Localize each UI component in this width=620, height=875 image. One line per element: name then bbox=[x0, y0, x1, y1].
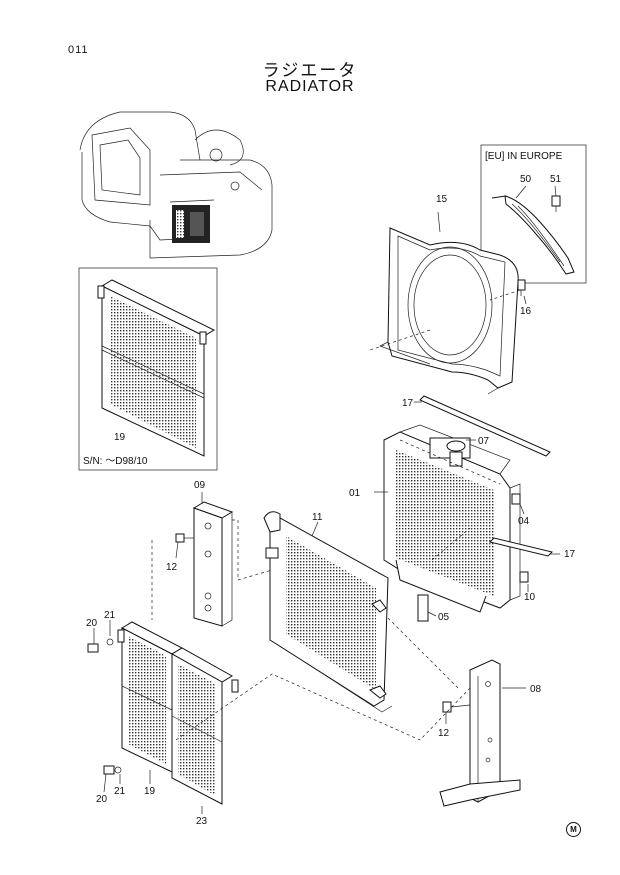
callout-04: 04 bbox=[518, 516, 530, 527]
oil-cooler bbox=[263, 511, 393, 713]
callout-16: 16 bbox=[520, 306, 532, 317]
bracket-09 bbox=[175, 501, 234, 627]
callouts: 01 04 05 07 08 09 10 11 12 12 15 16 17 1… bbox=[86, 174, 576, 827]
callout-12-lower: 12 bbox=[438, 728, 450, 739]
callout-05: 05 bbox=[438, 612, 450, 623]
callout-11: 11 bbox=[312, 512, 323, 523]
callout-01: 01 bbox=[349, 488, 361, 499]
callout-50: 50 bbox=[520, 174, 532, 185]
page-number: 011 bbox=[68, 44, 89, 56]
callout-17-upper: 17 bbox=[402, 398, 414, 409]
callout-08: 08 bbox=[530, 684, 542, 695]
leader-lines bbox=[93, 295, 560, 814]
inset-serial-label: S/N: ～D98/10 bbox=[83, 456, 148, 467]
callout-51: 51 bbox=[550, 174, 562, 185]
bracket-08 bbox=[439, 659, 521, 807]
callout-10: 10 bbox=[524, 592, 536, 603]
callout-20-upper: 20 bbox=[86, 618, 98, 629]
callout-23: 23 bbox=[196, 816, 208, 827]
callout-19-lower: 19 bbox=[144, 786, 156, 797]
title-japanese: ラジエータ bbox=[262, 61, 358, 81]
callout-07: 07 bbox=[478, 436, 490, 447]
callout-12-upper: 12 bbox=[166, 562, 178, 573]
radiator bbox=[383, 424, 529, 622]
callout-15: 15 bbox=[436, 194, 448, 205]
callout-19-inset: 19 bbox=[114, 432, 126, 443]
callout-21-upper: 21 bbox=[104, 610, 116, 621]
inset-europe: [EU] IN EUROPE bbox=[440, 144, 587, 284]
guide-lines bbox=[151, 289, 521, 741]
inset-serial: S/N: ～D98/10 bbox=[78, 267, 218, 471]
fan-shroud bbox=[379, 211, 526, 395]
excavator-overview bbox=[79, 111, 273, 259]
model-mark: M bbox=[566, 822, 581, 837]
title-english: RADIATOR bbox=[265, 78, 355, 95]
inset-europe-label: [EU] IN EUROPE bbox=[485, 151, 563, 162]
screen-panels bbox=[87, 621, 239, 805]
rubber-strip-top bbox=[419, 395, 551, 457]
callout-20-lower: 20 bbox=[96, 794, 108, 805]
callout-21-lower: 21 bbox=[114, 786, 126, 797]
callout-09: 09 bbox=[194, 480, 206, 491]
callout-17-lower: 17 bbox=[564, 549, 576, 560]
rubber-strip-bottom bbox=[489, 537, 553, 557]
